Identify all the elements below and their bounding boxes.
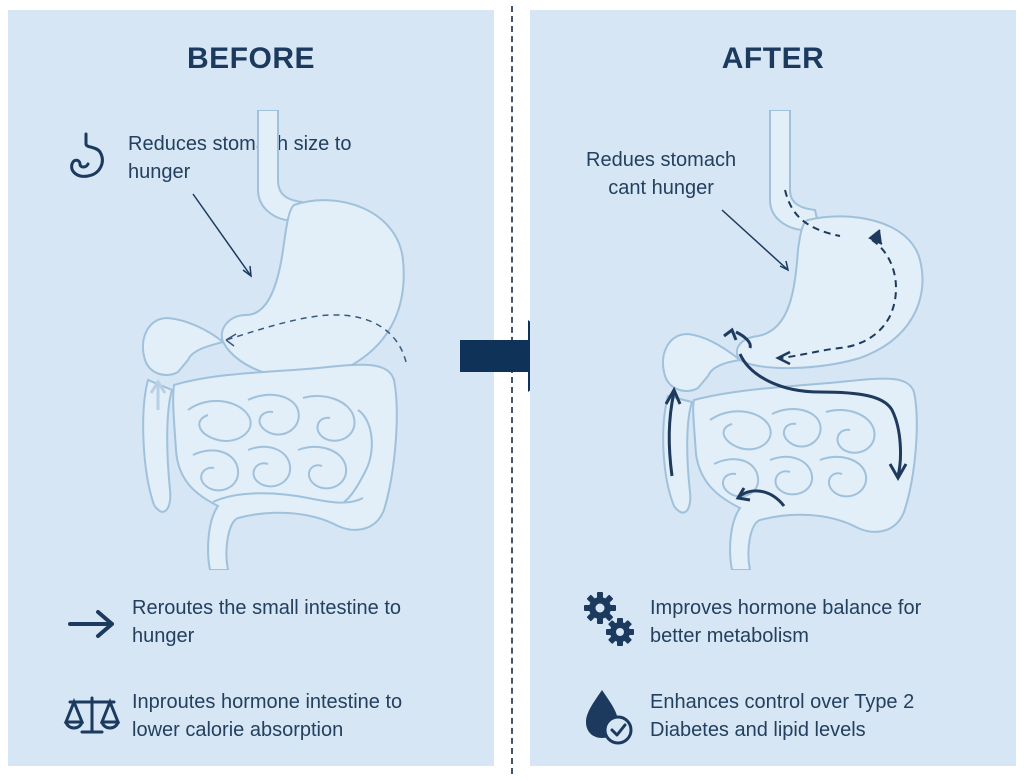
after-panel: AFTER Redues stomach cant hunger xyxy=(530,10,1016,766)
blood-drop-check-icon xyxy=(586,690,633,745)
after-item-1-line-1: Improves hormone balance for xyxy=(650,597,922,619)
after-item-1: Improves hormone balance for better meta… xyxy=(650,594,921,650)
after-item-2-line-1: Enhances control over Type 2 xyxy=(650,691,915,713)
before-item-2-line-2: lower calorie absorption xyxy=(132,719,344,741)
after-item-2-line-2: Diabetes and lipid levels xyxy=(650,719,866,741)
after-item-1-line-2: better metabolism xyxy=(650,625,809,647)
before-digestive-illustration xyxy=(142,110,407,570)
before-annotation-line-1: Reduces stomach size to xyxy=(128,133,352,155)
before-annotation: Reduces stomach size to hunger xyxy=(128,130,351,186)
gears-icon xyxy=(584,592,634,646)
stomach-icon xyxy=(70,132,104,178)
after-annotation-line-1: Redues stomach xyxy=(586,149,737,171)
after-annotation: Redues stomach cant hunger xyxy=(586,146,736,202)
after-item-2: Enhances control over Type 2 Diabetes an… xyxy=(650,688,914,744)
after-digestive-illustration xyxy=(662,110,924,570)
before-item-1-line-2: hunger xyxy=(132,625,195,647)
panel-divider xyxy=(511,6,513,774)
before-annotation-line-2: hunger xyxy=(128,161,191,183)
after-title: AFTER xyxy=(721,42,825,75)
before-item-2: Inproutes hormone intestine to lower cal… xyxy=(132,688,402,744)
before-item-2-line-1: Inproutes hormone intestine to xyxy=(132,691,403,713)
after-annotation-line-2: cant hunger xyxy=(608,177,714,199)
before-item-1: Reroutes the small intestine to hunger xyxy=(132,594,401,650)
before-title: BEFORE xyxy=(186,42,315,75)
balance-scale-icon xyxy=(63,696,121,734)
before-item-1-line-1: Reroutes the small intestine to xyxy=(132,597,402,619)
right-arrow-icon xyxy=(68,610,114,638)
before-panel: BEFORE Reduces stomach size to hunger xyxy=(8,10,494,766)
